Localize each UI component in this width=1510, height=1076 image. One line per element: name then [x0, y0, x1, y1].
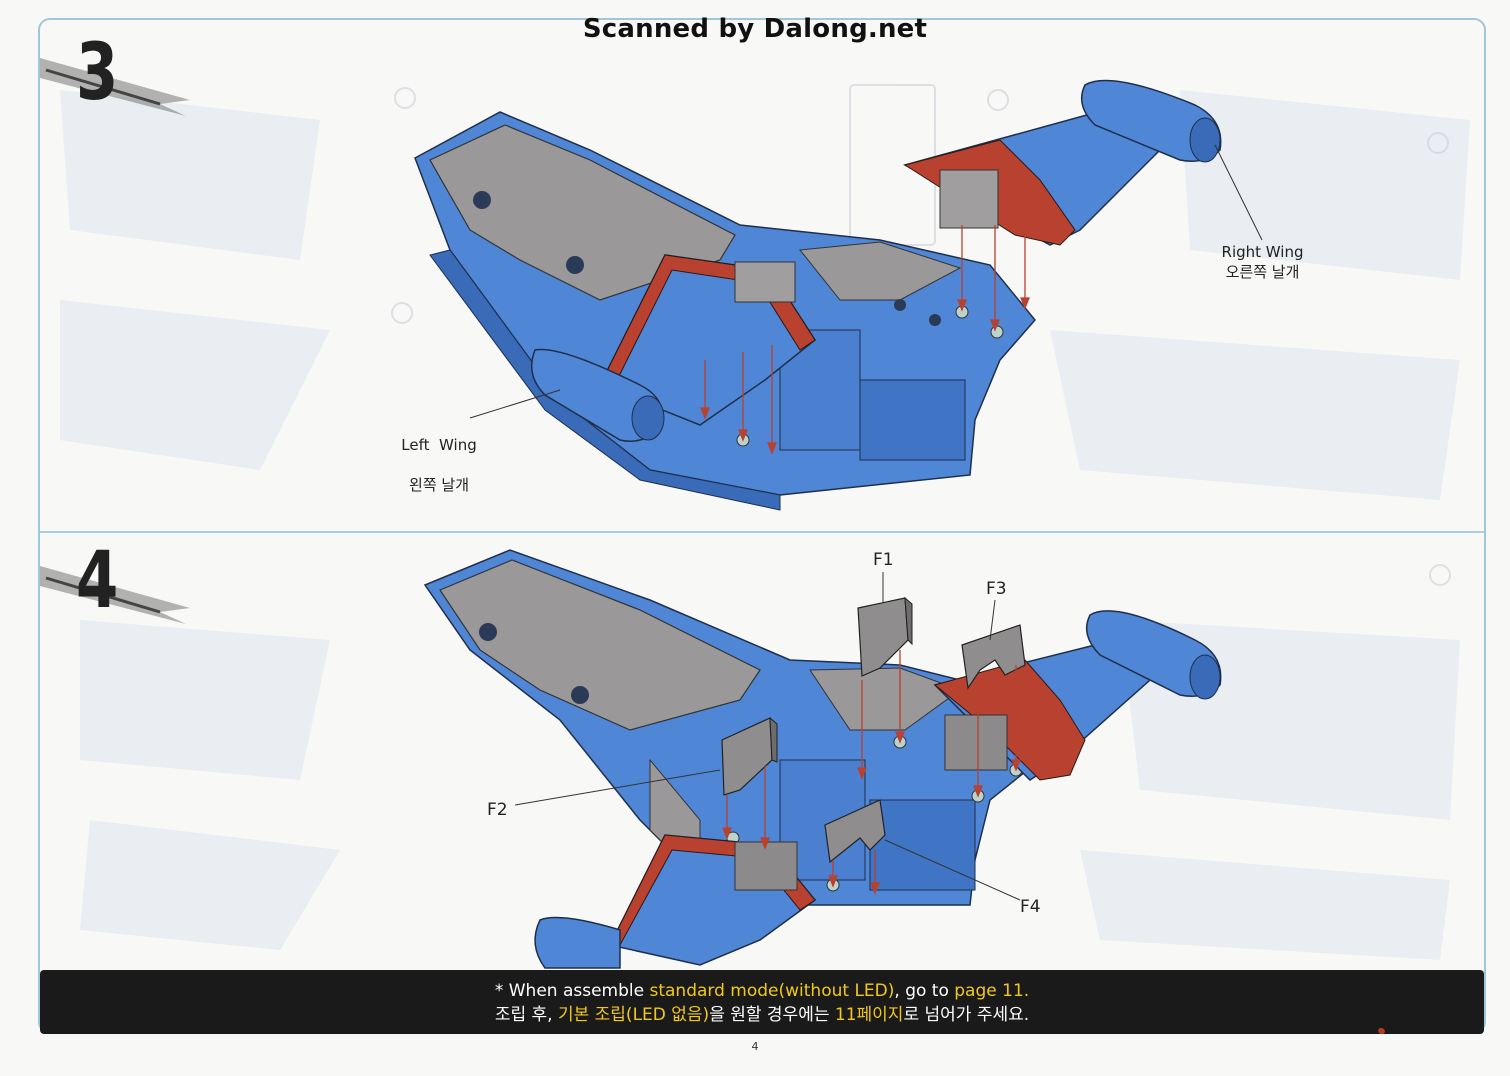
step-3-illustration — [414, 79, 1263, 511]
notice-en-prefix: * When assemble — [494, 981, 650, 1001]
left-wing-step-4 — [534, 834, 817, 969]
notice-ko-suffix: 로 넘어가 주세요. — [903, 1005, 1030, 1025]
step-number-4: 4 — [76, 536, 119, 626]
part-label-f3: F3 — [986, 579, 1007, 599]
step-badge-3: 3 — [40, 32, 190, 142]
part-F1 — [857, 596, 913, 677]
notice-ko-standard-mode: 기본 조립(LED 없음) — [557, 1005, 710, 1025]
notice-en-page-ref: page 11. — [954, 981, 1030, 1001]
step-flag-icon — [40, 58, 190, 116]
right-wing-label-ko: 오른쪽 날개 — [1225, 263, 1300, 281]
left-wing-label-en: Left Wing — [401, 436, 477, 454]
left-wing-callout: Left Wing 왼쪽 날개 — [372, 415, 487, 515]
part-F2 — [721, 716, 778, 796]
step-badge-4: 4 — [40, 540, 190, 650]
assembly-arrow-icon — [722, 650, 1021, 895]
part-F3 — [961, 624, 1026, 690]
right-wing-callout: Right Wing 오른쪽 날개 — [1205, 242, 1320, 282]
notice-line-ko: 조립 후, 기본 조립(LED 없음)을 원할 경우에는 11페이지로 넘어가 … — [40, 1003, 1484, 1027]
notice-line-en: * When assemble standard mode(without LE… — [40, 979, 1484, 1003]
notice-en-standard-mode: standard mode(without LED) — [649, 981, 895, 1001]
step-divider — [40, 531, 1484, 533]
notice-en-middle: , go to — [894, 981, 955, 1001]
left-wing-label-ko: 왼쪽 날개 — [409, 476, 470, 494]
notice-ko-prefix: 조립 후, — [494, 1005, 558, 1025]
notice-ko-page-ref: 11페이지 — [834, 1005, 904, 1025]
left-wing-step-3 — [530, 254, 816, 442]
part-label-f2: F2 — [487, 800, 508, 820]
step-flag-icon — [40, 566, 190, 624]
assembly-arrow-icon — [700, 225, 1030, 455]
right-wing-label-en: Right Wing — [1221, 243, 1304, 261]
part-label-f4: F4 — [1020, 897, 1041, 917]
right-wing-step-3 — [903, 79, 1222, 246]
part-label-f1: F1 — [873, 550, 894, 570]
scan-credit: Scanned by Dalong.net — [582, 14, 928, 44]
page-number: 4 — [751, 1040, 759, 1053]
right-wing-step-4 — [933, 610, 1222, 781]
notice-ko-middle: 을 원할 경우에는 — [709, 1005, 835, 1025]
step-number-3: 3 — [76, 28, 119, 118]
notice-banner: * When assemble standard mode(without LE… — [40, 970, 1484, 1034]
